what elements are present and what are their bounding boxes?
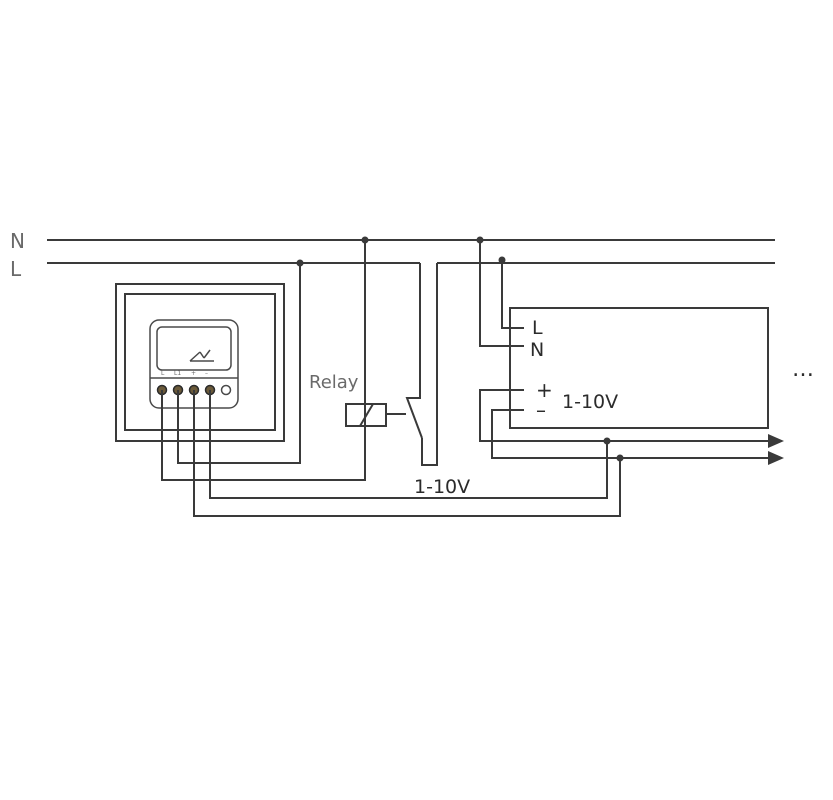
control-signal-label: 1-10V	[414, 476, 470, 498]
wire-dimmer-plus-signal	[209, 390, 608, 499]
driver-terminal-plus: +	[536, 378, 553, 402]
wire-dimmer-l-to-relay	[161, 240, 366, 481]
continuation-ellipsis: …	[792, 357, 814, 382]
dimmer-ramp-icon	[189, 349, 214, 362]
dimmer-button	[220, 384, 232, 396]
signal-plus-arrow	[768, 434, 784, 448]
dimmer-terminal-plus-label: +	[191, 370, 196, 377]
driver-terminal-l: L	[532, 317, 543, 339]
driver-terminal-n: N	[530, 339, 544, 361]
dimmer-terminal-minus-label: –	[205, 370, 208, 377]
signal-minus-arrow	[768, 451, 784, 465]
dimmer-terminal-l1-label: L1	[174, 370, 181, 377]
driver-signal-label: 1-10V	[562, 391, 618, 413]
wire-driver-minus	[491, 409, 770, 459]
driver-box	[509, 307, 769, 429]
dimmer-display	[156, 326, 232, 371]
led-driver: L N + – 1-10V	[509, 307, 769, 429]
wire-driver-n	[479, 240, 524, 347]
wire-dimmer-minus-signal	[193, 390, 621, 517]
driver-terminal-minus: –	[536, 398, 546, 422]
dimmer-module: L L1 + –	[115, 283, 285, 442]
neutral-label: N	[10, 229, 25, 253]
dimmer-inner-frame	[124, 293, 276, 431]
relay-contact-switch	[405, 263, 423, 439]
dimmer-terminal-l-label: L	[161, 370, 165, 377]
relay-label: Relay	[309, 372, 359, 393]
relay-contact-output	[421, 263, 438, 466]
wire-driver-l	[501, 260, 524, 329]
wire-dimmer-l1-to-live	[177, 263, 301, 464]
relay-coil-slash	[359, 403, 374, 427]
wire-driver-plus	[479, 389, 770, 442]
dimmer-outer-frame	[115, 283, 285, 442]
live-label: L	[10, 257, 22, 281]
